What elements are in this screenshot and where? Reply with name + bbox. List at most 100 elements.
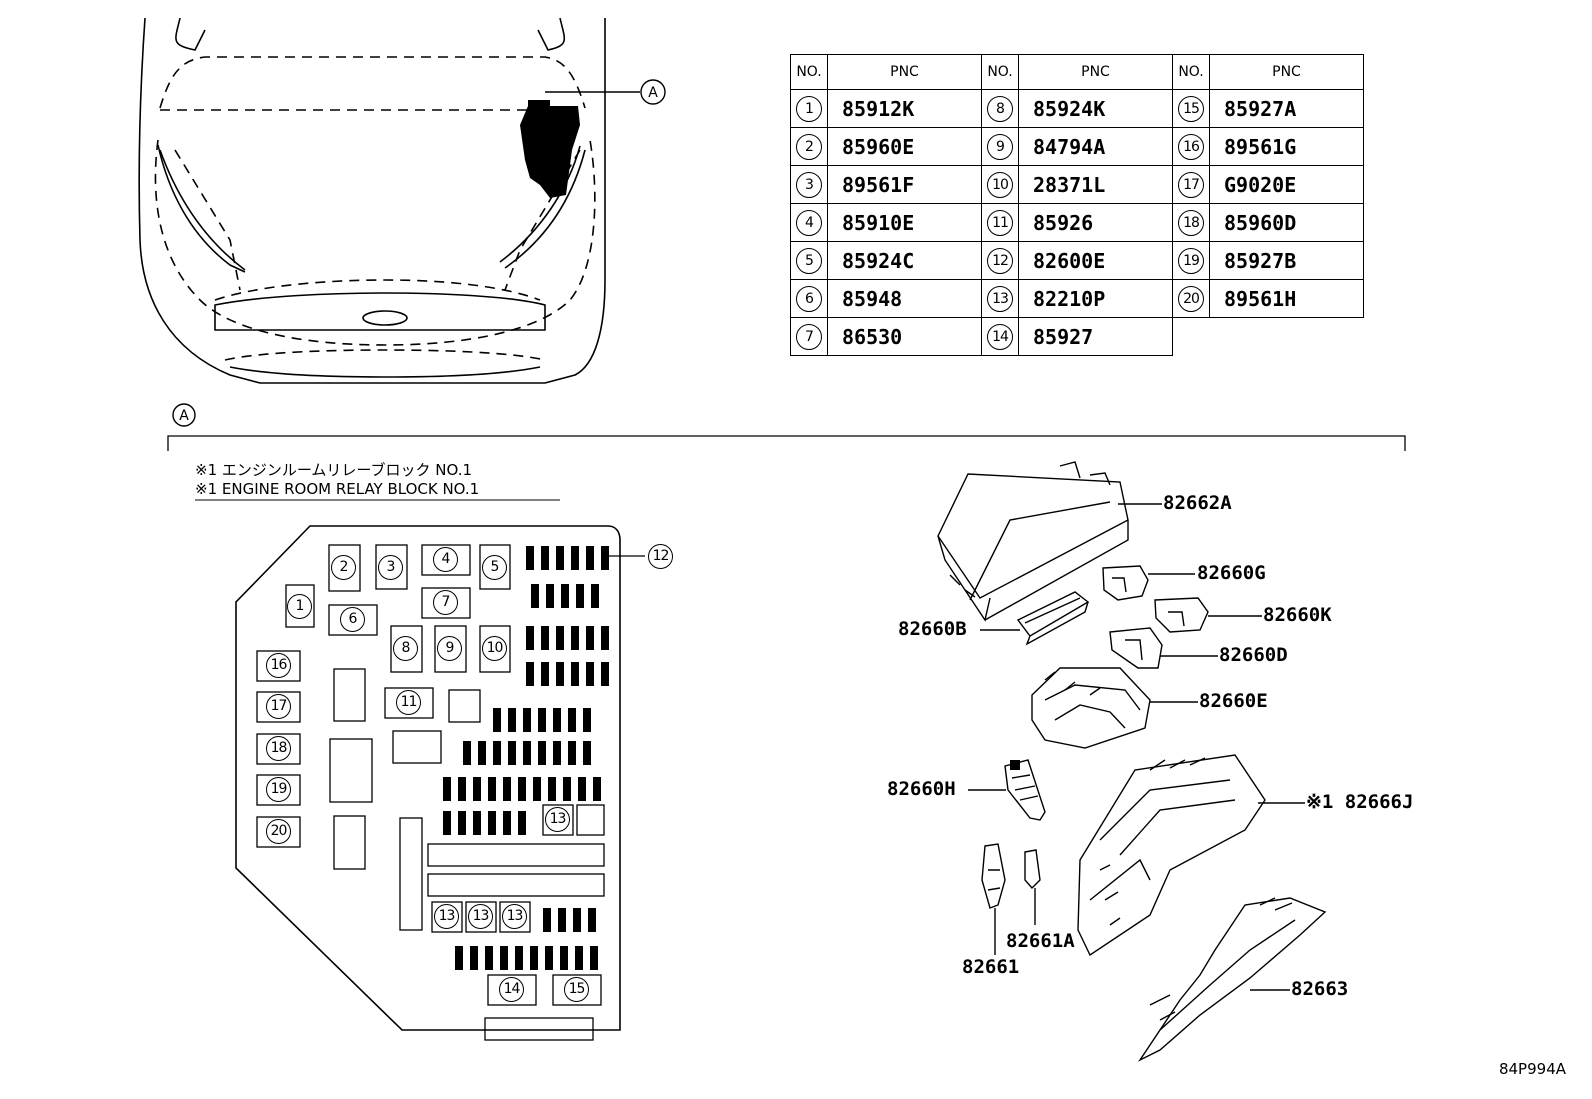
fuse-bar — [493, 741, 501, 765]
fuse-bar — [488, 777, 496, 801]
part-label-82661: 82661 — [962, 956, 1020, 978]
part-label-82666j: ※1 82666J — [1306, 791, 1414, 813]
fuse-bar — [473, 811, 481, 835]
fuse-bar — [518, 777, 526, 801]
fuse-bar — [463, 741, 471, 765]
header-no: NO. — [1172, 54, 1210, 90]
fuse-bar — [518, 811, 526, 835]
fuse-bar — [588, 908, 596, 932]
fuse-bar — [591, 584, 599, 608]
fuse-callout-17: 17 — [266, 694, 291, 719]
section-a-label: A — [179, 408, 189, 424]
item-number: 12 — [987, 247, 1013, 274]
item-number: 8 — [987, 95, 1013, 122]
fuse-bar — [503, 811, 511, 835]
fuse-bar — [473, 777, 481, 801]
pnc-cell: 85948 — [827, 279, 982, 318]
no-cell: 9 — [981, 127, 1019, 166]
no-cell: 4 — [790, 203, 828, 242]
item-number: 13 — [987, 285, 1013, 312]
fuse-bar — [458, 777, 466, 801]
item-number: 6 — [796, 285, 822, 312]
fuse-bar — [558, 908, 566, 932]
diagram-id: 84P994A — [1498, 1060, 1566, 1078]
part-label-82660b: 82660B — [898, 618, 967, 640]
pnc-cell: 85960E — [827, 127, 982, 166]
no-cell: 15 — [1172, 89, 1210, 128]
fuse-bar — [443, 777, 451, 801]
fuse-bar — [601, 662, 609, 686]
fuse-bar — [586, 662, 594, 686]
fuse-bar — [541, 662, 549, 686]
fuse-bar — [601, 546, 609, 570]
item-number: 17 — [1178, 171, 1204, 198]
fuse-callout-6: 6 — [340, 607, 365, 632]
item-number: 16 — [1178, 133, 1204, 160]
fuse-bar — [560, 946, 568, 970]
empty-cell — [1210, 318, 1364, 356]
fuse-bar — [493, 708, 501, 732]
fuse-bar — [526, 546, 534, 570]
pnc-cell: 85927 — [1018, 317, 1173, 356]
fuse-bar — [541, 546, 549, 570]
pnc-cell: 28371L — [1018, 165, 1173, 204]
item-number: 15 — [1178, 95, 1204, 122]
fuse-bar — [470, 946, 478, 970]
fuse-bar — [571, 662, 579, 686]
fuse-bar — [568, 741, 576, 765]
fuse-callout-18: 18 — [266, 736, 291, 761]
fuse-callout-20: 20 — [266, 819, 291, 844]
item-number: 19 — [1178, 247, 1204, 274]
item-number: 5 — [796, 247, 822, 274]
fuse-bar — [526, 662, 534, 686]
fuse-bar — [478, 741, 486, 765]
fuse-bar — [583, 708, 591, 732]
fuse-bar — [500, 946, 508, 970]
part-label-82660e: 82660E — [1199, 690, 1268, 712]
fuse-bar — [508, 741, 516, 765]
item-number: 2 — [796, 133, 822, 160]
header-pnc: PNC — [827, 54, 982, 90]
fuse-bar — [443, 811, 451, 835]
fuse-bar — [515, 946, 523, 970]
pnc-cell: G9020E — [1209, 165, 1364, 204]
fuse-bar — [545, 946, 553, 970]
no-cell: 1 — [790, 89, 828, 128]
fuse-bar — [488, 811, 496, 835]
item-number: 18 — [1178, 209, 1204, 236]
fuse-bar — [553, 708, 561, 732]
fuse-bar — [575, 946, 583, 970]
fuse-bar — [576, 584, 584, 608]
item-number: 7 — [796, 323, 822, 350]
pnc-cell: 82600E — [1018, 241, 1173, 280]
fuse-bar — [538, 708, 546, 732]
fuse-bar — [548, 777, 556, 801]
fuse-callout-14: 14 — [499, 977, 524, 1002]
fuse-callout-13: 13 — [502, 904, 527, 929]
callout-a-label: A — [648, 85, 658, 101]
no-cell: 20 — [1172, 279, 1210, 318]
part-label-82660g: 82660G — [1197, 562, 1266, 584]
fuse-bar — [556, 546, 564, 570]
fuse-callout-4: 4 — [433, 547, 458, 572]
fuse-bar — [586, 626, 594, 650]
header-no: NO. — [981, 54, 1019, 90]
fuse-bar — [538, 741, 546, 765]
no-cell: 10 — [981, 165, 1019, 204]
fuse-bar — [590, 946, 598, 970]
fuse-callout-5: 5 — [482, 555, 507, 580]
pnc-cell: 82210P — [1018, 279, 1173, 318]
fuse-callout-12: 12 — [648, 544, 673, 569]
fuse-bar — [556, 626, 564, 650]
fuse-callout-15: 15 — [564, 977, 589, 1002]
part-label-82660d: 82660D — [1219, 644, 1288, 666]
fuse-bar — [556, 662, 564, 686]
fuse-bar — [601, 626, 609, 650]
pnc-cell: 85910E — [827, 203, 982, 242]
